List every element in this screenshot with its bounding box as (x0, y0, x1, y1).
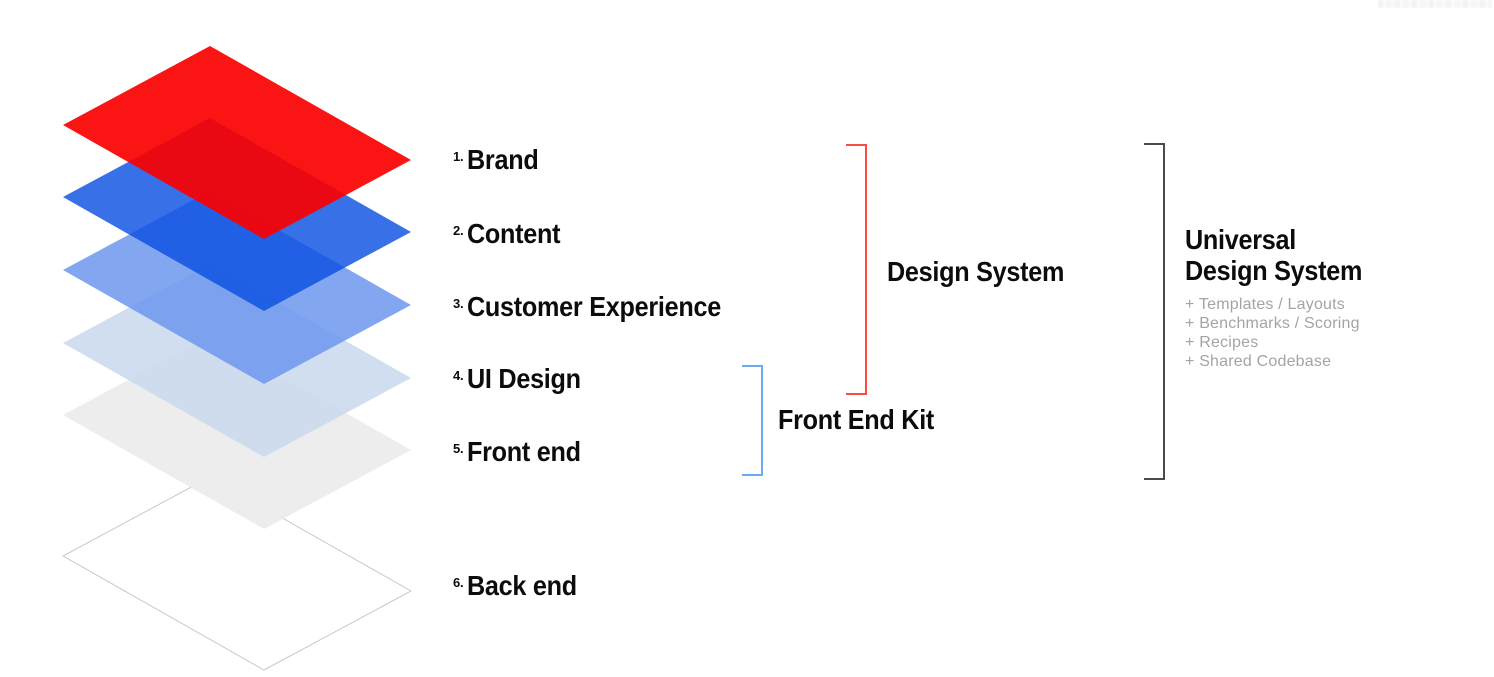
layer-stack-illustration (61, 46, 413, 671)
front-end-kit-bracket (742, 365, 763, 476)
layer-label: Back end (467, 570, 578, 601)
layer-label-row-front-end: 5. Front end (453, 436, 594, 468)
design-system-bracket (846, 144, 867, 395)
cropped-watermark-artifact (1378, 0, 1492, 8)
design-system-label: Design System (887, 256, 1065, 287)
front-end-kit-label: Front End Kit (778, 404, 935, 435)
layer-shape-back-end (61, 476, 413, 671)
layer-shape-brand (63, 46, 411, 239)
universal-item-benchmarks: + Benchmarks / Scoring (1185, 315, 1360, 332)
layer-label-row-customer-experience: 3. Customer Experience (453, 291, 750, 323)
layer-label: Content (467, 218, 561, 249)
universal-item-recipes: + Recipes (1185, 334, 1259, 351)
layer-label-row-back-end: 6. Back end (453, 570, 590, 602)
layer-number: 6. (453, 575, 464, 590)
universal-title-line2: Design System (1185, 255, 1363, 286)
layer-label: UI Design (467, 363, 582, 394)
layer-label-row-brand: 1. Brand (453, 144, 547, 176)
layer-label: Front end (467, 436, 582, 467)
layer-number: 2. (453, 223, 464, 238)
layer-number: 4. (453, 368, 464, 383)
universal-item-templates: + Templates / Layouts (1185, 296, 1345, 313)
layer-number: 3. (453, 296, 464, 311)
layer-number: 5. (453, 441, 464, 456)
layer-label: Brand (467, 144, 539, 175)
universal-item-shared-codebase: + Shared Codebase (1185, 353, 1332, 370)
universal-design-system-items: + Templates / Layouts + Benchmarks / Sco… (1185, 295, 1360, 371)
universal-design-system-bracket (1144, 143, 1165, 480)
layer-label-row-content: 2. Content (453, 218, 571, 250)
layer-label-row-ui-design: 4. UI Design (453, 363, 594, 395)
layer-number: 1. (453, 149, 464, 164)
universal-title-line1: Universal (1185, 224, 1297, 255)
layer-label: Customer Experience (467, 291, 722, 322)
universal-design-system-title: Universal Design System (1185, 224, 1382, 286)
